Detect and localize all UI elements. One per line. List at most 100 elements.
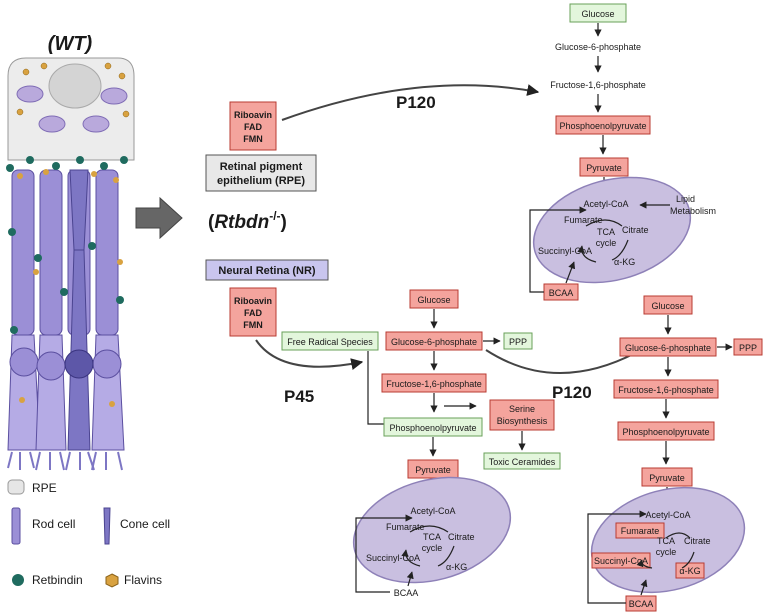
nr-p120-curve — [485, 345, 650, 374]
nr-p45-label: P45 — [284, 387, 314, 406]
p120-pep-box — [617, 421, 715, 441]
nr-p45-branch: Free Radical Species Glucose Glucose-6-p… — [281, 289, 561, 598]
nr-tissue-label: Neural Retina (NR) — [218, 265, 316, 277]
p45-tca-2: cycle — [422, 543, 443, 553]
legend-rod-label: Rod cell — [32, 517, 75, 531]
nr-tissue-label-box — [205, 259, 329, 281]
p120-f16bp: Fructose-1,6-phosphate — [618, 385, 714, 395]
rpe-tca-1: TCA — [597, 227, 615, 237]
p45-succinyl: Succinyl-CoA — [366, 553, 420, 563]
p120-citrate: Citrate — [684, 536, 711, 546]
genotype-gene: Rtbdn — [214, 212, 269, 233]
rpe-tissue-label-line2: epithelium (RPE) — [217, 175, 305, 187]
p45-g6p: Glucose-6-phosphate — [391, 337, 477, 347]
p45-acetyl-coa: Acetyl-CoA — [410, 506, 455, 516]
nr-p45-curve — [255, 339, 364, 370]
legend-cone-label: Cone cell — [120, 517, 170, 531]
p120-glucose: Glucose — [651, 301, 684, 311]
rpe-pyruvate-box — [579, 157, 629, 177]
rpe-lipid-2: Metabolism — [670, 206, 716, 216]
legend-flavins-label: Flavins — [124, 573, 162, 587]
rpe-succinyl: Succinyl-CoA — [538, 246, 592, 256]
p120-succinyl: Succinyl-CoA — [594, 556, 648, 566]
p45-pep: Phosphoenolpyruvate — [389, 423, 476, 433]
rpe-flavin-box — [229, 101, 277, 151]
rpe-akg: α-KG — [614, 257, 635, 267]
p45-ceramides: Toxic Ceramides — [489, 457, 556, 467]
rpe-nucleus — [48, 63, 102, 109]
p120-g6p-box — [619, 337, 717, 357]
nr-p120-branch: Glucose Glucose-6-phosphate PPP Fructose… — [587, 295, 763, 612]
genotype-prefix: ( — [208, 212, 215, 233]
rpe-flavin-2: FAD — [244, 122, 263, 132]
rpe-fumarate: Fumarate — [564, 215, 603, 225]
rpe-tissue-label-box — [205, 154, 317, 192]
flavin-markers — [17, 169, 123, 407]
genotype-label: (Rtbdn-/-) — [208, 209, 287, 233]
p120-ppp: PPP — [739, 343, 757, 353]
p45-ppp: PPP — [509, 337, 527, 347]
rpe-p120-label: P120 — [396, 93, 436, 112]
rpe-tca-2: cycle — [596, 238, 617, 248]
nr-header: Neural Retina (NR) Riboavin FAD FMN P45 — [205, 259, 364, 406]
nr-flavin-1: Riboavin — [234, 296, 272, 306]
p120-akg-box — [675, 562, 705, 579]
rpe-lipid-1: Lipid — [676, 194, 695, 204]
rpe-f16bp: Fructose-1,6-phosphate — [550, 80, 646, 90]
p120-bcaa: BCAA — [629, 599, 654, 609]
p120-pyruvate: Pyruvate — [649, 473, 685, 483]
p45-free-radical-box — [281, 331, 379, 351]
rpe-glucose: Glucose — [581, 9, 614, 19]
rpe-p120-curve — [281, 84, 540, 121]
rpe-bcaa: BCAA — [549, 288, 574, 298]
rod-legend-icon — [11, 507, 21, 545]
p45-mitochondrion — [352, 476, 512, 584]
cone-cell — [64, 169, 94, 451]
p45-glucose-box — [409, 289, 459, 309]
p45-serine-2: Biosynthesis — [497, 416, 548, 426]
nr-p120-label: P120 — [552, 383, 592, 402]
wt-label: (WT) — [48, 33, 93, 55]
nr-flavin-2: FAD — [244, 308, 263, 318]
rpe-citrate: Citrate — [622, 225, 649, 235]
rpe-glucose-box — [569, 3, 627, 23]
retbindin-legend-icon — [12, 574, 24, 586]
nr-flavin-box — [229, 287, 277, 337]
p120-ppp-box — [733, 338, 763, 356]
p45-akg: α-KG — [446, 562, 467, 572]
p120-tca-2: cycle — [656, 547, 677, 557]
synaptic-terminals — [7, 451, 123, 471]
p120-fumarate: Fumarate — [621, 526, 660, 536]
rpe-flavin-3: FMN — [243, 134, 263, 144]
big-arrow — [135, 196, 183, 240]
rpe-pep-box — [555, 115, 651, 135]
p120-g6p: Glucose-6-phosphate — [625, 343, 711, 353]
p45-pyruvate: Pyruvate — [415, 465, 451, 475]
genotype-suffix: ) — [281, 212, 287, 233]
p45-ceramides-box — [483, 452, 561, 470]
p45-citrate: Citrate — [448, 532, 475, 542]
rpe-legend-icon — [7, 479, 25, 495]
rpe-flavin-dots — [16, 62, 130, 118]
genotype-superscript: -/- — [269, 209, 280, 223]
p120-akg: α-KG — [679, 566, 700, 576]
p45-pep-box — [383, 417, 483, 437]
p120-glucose-box — [643, 295, 693, 315]
rpe-g6p: Glucose-6-phosphate — [555, 42, 641, 52]
p45-free-radical: Free Radical Species — [287, 337, 373, 347]
rpe-acetyl-coa: Acetyl-CoA — [583, 199, 628, 209]
p120-pep: Phosphoenolpyruvate — [622, 427, 709, 437]
retina-cell-illustration: (WT) — [6, 33, 170, 588]
p45-fumarate: Fumarate — [386, 522, 425, 532]
p45-f16bp-box — [381, 373, 487, 393]
retbindin-markers — [6, 156, 128, 334]
p45-tca-1: TCA — [423, 532, 441, 542]
p45-serine-1: Serine — [509, 404, 535, 414]
rpe-pep: Phosphoenolpyruvate — [559, 121, 646, 131]
rpe-flavin-1: Riboavin — [234, 110, 272, 120]
p45-bcaa: BCAA — [394, 588, 419, 598]
p120-f16bp-box — [613, 379, 719, 399]
rpe-cell — [7, 57, 135, 161]
rpe-mitochondria — [16, 85, 128, 133]
